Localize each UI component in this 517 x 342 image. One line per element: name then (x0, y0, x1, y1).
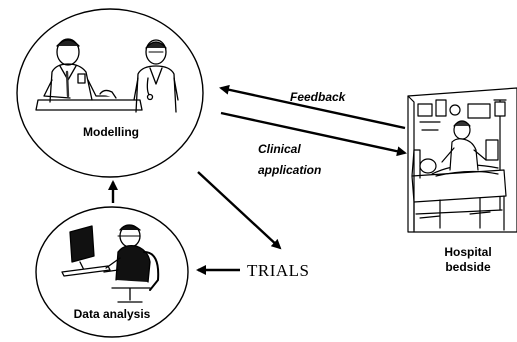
clinical-application-label-line2: application (258, 163, 321, 177)
modelling-node: Modelling (16, 8, 204, 178)
clinical-application-label-line1: Clinical (258, 142, 301, 156)
trials-label: TRIALS (247, 261, 310, 280)
computer-user-illustration (61, 224, 160, 303)
modelling-label: Modelling (83, 125, 139, 139)
feedback-arrow (219, 84, 406, 130)
hospital-label-line2: bedside (445, 260, 491, 274)
data-analysis-node: Data analysis (35, 206, 189, 338)
hospital-bed-illustration (407, 87, 517, 233)
data-analysis-label: Data analysis (74, 307, 151, 321)
clinical-application-arrow (220, 111, 407, 157)
doctors-illustration (35, 38, 179, 113)
modelling-to-trials-arrow (197, 171, 282, 250)
feedback-label: Feedback (290, 90, 347, 104)
hospital-bedside-node: Hospital bedside (407, 87, 517, 274)
hospital-label-line1: Hospital (444, 245, 491, 259)
